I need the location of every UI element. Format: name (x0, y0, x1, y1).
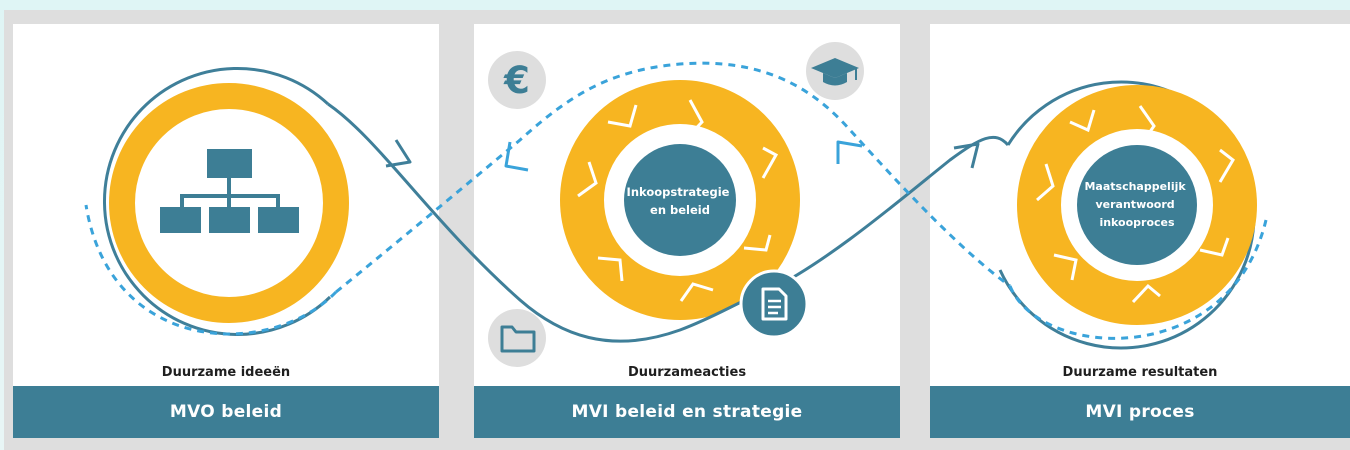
right-center-line-2: verantwoord (1096, 198, 1175, 211)
middle-center-line-1: Inkoopstrategie (627, 185, 730, 199)
document-icon (739, 269, 809, 339)
right-dashed-arc (1008, 219, 1268, 340)
dashed-flow-line-left (335, 61, 1011, 294)
right-center-line-1: Maatschappelijk (1084, 180, 1186, 193)
org-chart-icon (160, 149, 299, 233)
left-dashed-arc (84, 204, 338, 336)
caption-duurzameacties: Duurzameacties (627, 365, 747, 380)
middle-center-line-2: en beleid (650, 203, 710, 217)
right-ring-segments (1036, 105, 1235, 304)
arrow-dashed-left (504, 141, 529, 172)
graduation-cap-icon (806, 42, 864, 100)
middle-center-circle (624, 144, 736, 256)
folder-icon (488, 309, 546, 367)
euro-symbol: € (503, 59, 530, 102)
flow-lines (327, 61, 1011, 343)
right-cycle: Maatschappelijk verantwoord inkooproces (998, 80, 1268, 350)
arrow-dashed-right (836, 140, 863, 164)
middle-yellow-ring (560, 80, 800, 320)
right-center-line-3: inkooproces (1099, 216, 1175, 229)
caption-duurzame-resultaten: Duurzame resultaten (1062, 365, 1218, 380)
title-mvi-beleid-strategie: MVI beleid en strategie (474, 386, 900, 438)
arrow-solid-left (385, 139, 412, 168)
title-mvi-proces: MVI proces (930, 386, 1350, 438)
svg-text:Inkoopstrategie en belei: Inkoopstrategie en beleid (627, 185, 734, 217)
middle-icons: € (488, 42, 864, 367)
solid-flow-line-right (769, 135, 1010, 292)
title-mvo-beleid: MVO beleid (13, 386, 439, 438)
left-yellow-ring (109, 83, 349, 323)
middle-ring-segments (577, 99, 779, 302)
svg-text:Maatschappelijk verantwo: Maatschappelijk verantwoord inkooproces (1084, 180, 1189, 229)
right-yellow-ring (1017, 85, 1257, 325)
middle-cycle: Inkoopstrategie en beleid (560, 80, 800, 320)
right-center-circle (1077, 145, 1197, 265)
arrow-solid-right (953, 142, 980, 169)
left-cycle (84, 67, 349, 336)
euro-icon (488, 51, 546, 109)
caption-duurzame-ideeen: Duurzame ideeën (161, 365, 291, 380)
